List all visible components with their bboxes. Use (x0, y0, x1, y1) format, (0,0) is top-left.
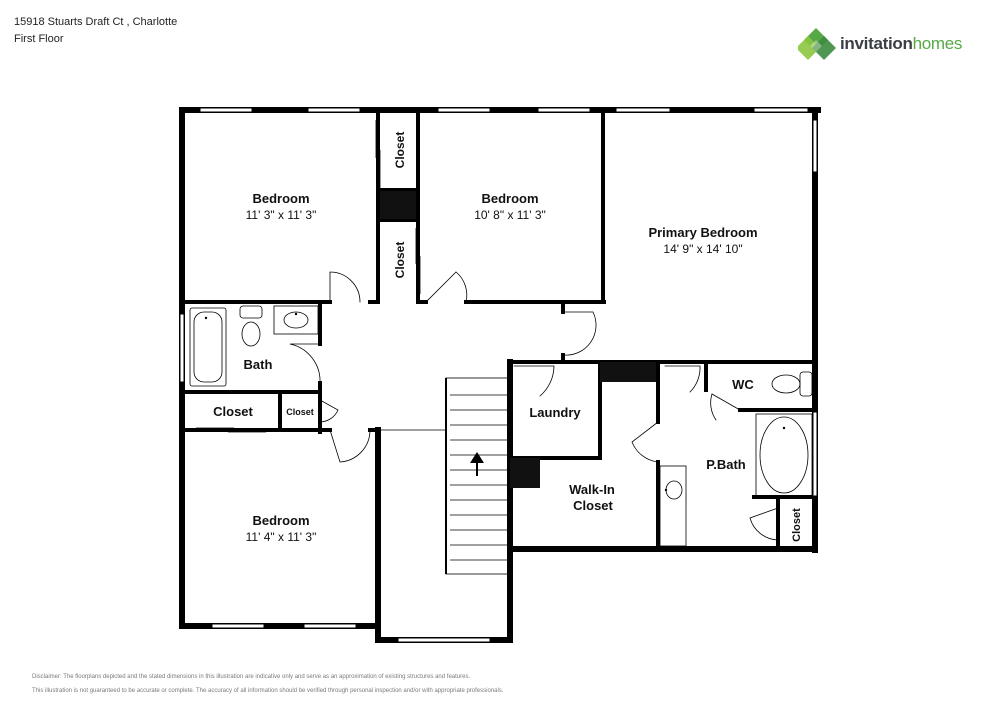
window-frames (179, 107, 818, 643)
bathtub-icon (189, 307, 227, 387)
bath-fixtures (189, 305, 319, 387)
sliding-doors (196, 120, 421, 433)
disclaimer-line-2: This illustration is not guaranteed to b… (32, 688, 504, 694)
bedroom-n-dimensions: 10' 8" x 11' 3" (474, 208, 546, 222)
closet-large-name: Closet (213, 404, 253, 419)
logo-word-invitation: invitation (840, 34, 913, 53)
company-logo: invitationhomes (796, 26, 978, 62)
pbath-name: P.Bath (706, 457, 746, 472)
bedroom-nw-dimensions: 11' 3" x 11' 3" (246, 208, 317, 222)
property-header: 15918 Stuarts Draft Ct , Charlotte First… (14, 14, 177, 48)
windows (180, 108, 817, 642)
walk-in-closet-line1: Walk-In (569, 482, 615, 497)
logo-icon (796, 28, 836, 60)
disclaimer-line-1: Disclaimer: The floorplans depicted and … (32, 674, 471, 680)
pbath-tub-icon (755, 413, 813, 497)
bathtub-basin-icon (193, 311, 223, 383)
closet-lower-name: Closet (393, 242, 407, 279)
toilet-bowl-icon (241, 321, 261, 347)
property-address: 15918 Stuarts Draft Ct , Charlotte (14, 16, 178, 28)
logo-word-homes: homes (912, 34, 963, 53)
pbath-tub-basin-icon (759, 416, 809, 494)
bedroom-nw-name: Bedroom (252, 191, 309, 206)
interior-walls (180, 108, 817, 551)
pbath-closet-name: Closet (791, 508, 803, 542)
bedroom-sw-dimensions: 11' 4" x 11' 3" (246, 530, 317, 544)
laundry-name: Laundry (529, 405, 581, 420)
wc-toilet-bowl-icon (771, 374, 801, 394)
exterior-walls (179, 107, 821, 643)
toilet-tank-icon (239, 305, 263, 319)
structural-chases (380, 191, 656, 488)
closet-small-name: Closet (286, 407, 314, 417)
wc-name: WC (732, 377, 754, 392)
pbath-sink-icon (665, 480, 683, 500)
bedroom-sw-name: Bedroom (252, 513, 309, 528)
pbath-fixtures (659, 371, 813, 547)
bath-sink-icon (283, 311, 309, 329)
bedroom-n-name: Bedroom (481, 191, 538, 206)
primary-bedroom-name: Primary Bedroom (648, 225, 757, 240)
floor-label: First Floor (14, 33, 64, 45)
primary-bedroom-dimensions: 14' 9" x 14' 10" (663, 242, 742, 256)
door-swings (289, 271, 779, 541)
closet-upper-name: Closet (393, 132, 407, 169)
wc-toilet-tank-icon (799, 371, 813, 397)
pbath-vanity-icon (659, 465, 687, 547)
walk-in-closet-line2: Closet (573, 498, 613, 513)
staircase[interactable] (378, 377, 509, 575)
stairs-up-arrow-icon (470, 452, 484, 476)
vanity-icon (273, 305, 319, 335)
bath-name: Bath (244, 357, 273, 372)
